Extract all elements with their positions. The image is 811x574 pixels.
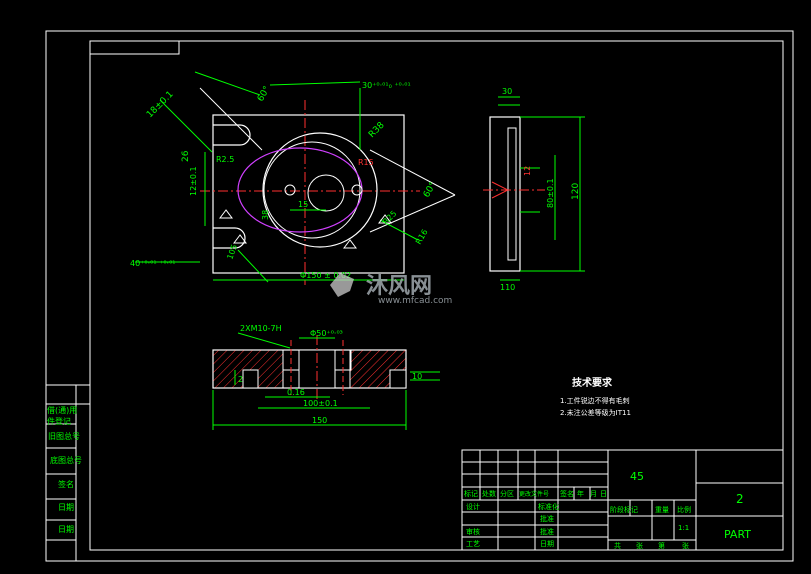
side-dim-mid: 12 <box>523 166 532 176</box>
tb-sheets-1: 张 <box>636 541 643 550</box>
tb-header-0: 标记 <box>464 489 478 498</box>
dim-inner: R15 <box>358 158 374 167</box>
tb-header-1: 处数 <box>482 489 496 498</box>
tb-process: 工艺 <box>466 540 480 548</box>
dim-bottom-38: 38 <box>261 210 270 220</box>
side-dim-height: 110 <box>500 283 515 292</box>
tech-requirements: 技术要求 1.工件锐边不得有毛刺 2.未注公差等级为IT11 <box>560 376 631 417</box>
dim-100: 100±0.1 <box>303 399 338 408</box>
title-block: 标记 处数 分区 更改文件号 签名 年 月 日 设计 标准化 审核 批准 批准 … <box>461 449 784 551</box>
tb-weight: 重量 <box>655 506 669 514</box>
tb-check: 审核 <box>466 527 480 536</box>
dim-left-fit: 40⁺⁰·⁰¹ ⁺⁰·⁰¹ <box>130 259 176 268</box>
dim-left-12: 12±0.1 <box>189 166 198 196</box>
dim-top-angle: 60° <box>256 85 273 104</box>
outer-frame <box>45 30 794 562</box>
tb-sheets-0: 共 <box>614 541 621 550</box>
tb-header-2: 分区 <box>500 489 514 498</box>
strip-label-4: 签名 <box>58 479 74 489</box>
dim-right-r: R16 <box>414 228 430 246</box>
dim-left-2: 2 <box>238 375 243 384</box>
dim-left-slant: 18±0.1 <box>145 89 176 120</box>
dim-right-angle: 60° <box>422 181 439 200</box>
watermark-cn: 沐风网 <box>366 274 432 299</box>
dim-r38: R38 <box>367 120 387 140</box>
bore-dim: Φ50⁺⁰·⁰³ <box>310 329 343 338</box>
tb-standard: 标准化 <box>538 502 559 511</box>
tb-approve-0: 批准 <box>540 514 554 523</box>
dim-right-10: 10 <box>412 372 422 381</box>
thread-callout: 2XM10-7H <box>240 324 282 333</box>
side-dim-top: 30 <box>502 87 512 96</box>
dim-top-fit: 30⁺⁰·⁰¹₀ ⁺⁰·⁰¹ <box>362 81 411 90</box>
strip-label-2: 旧图总号 <box>48 431 80 441</box>
dim-left-26: 26 <box>181 150 191 162</box>
tb-header-4: 签名 <box>560 489 574 498</box>
front-view: 2XM10-7H Φ50⁺⁰·⁰³ 0.16 100±0.1 150 2 10 <box>212 324 440 430</box>
tb-material: 45 <box>630 470 644 483</box>
watermark-url: www.mfcad.com <box>378 296 452 306</box>
tb-header-7: 日 <box>600 490 607 498</box>
strip-label-1: 件登记 <box>47 416 71 426</box>
tb-part-name: PART <box>724 528 751 541</box>
tb-header-3: 更改文件号 <box>519 490 549 498</box>
dim-150: 150 <box>312 416 327 425</box>
watermark: 沐风网 www.mfcad.com <box>330 273 452 306</box>
top-view: 18±0.1 60° 30⁺⁰·⁰¹₀ ⁺⁰·⁰¹ R38 26 12±0.1 … <box>130 71 456 285</box>
side-view: 30 12 80±0.1 120 110 <box>483 87 585 292</box>
side-dim-inner: 80±0.1 <box>546 178 555 208</box>
dim-right-r25: R25 <box>381 209 399 227</box>
tb-scale: 1:1 <box>678 524 689 532</box>
tb-sheets-2: 第 <box>658 541 665 550</box>
tech-req-title: 技术要求 <box>572 376 613 389</box>
tb-approve-1: 批准 <box>540 527 554 536</box>
dim-left-105: 105 <box>225 243 239 260</box>
tech-req-line-2: 2.未注公差等级为IT11 <box>560 408 631 417</box>
dim-left-r: R2.5 <box>216 155 234 164</box>
tb-header-6: 月 <box>590 490 597 498</box>
corner-tag <box>89 40 180 55</box>
strip-label-0: 借(通)用 <box>47 405 77 415</box>
strip-label-6: 日期 <box>58 525 74 534</box>
strip-label-5: 日期 <box>58 503 74 512</box>
tb-header-5: 年 <box>577 489 584 498</box>
dim-bottom-15: 15 <box>298 200 308 209</box>
tb-sheet-number: 2 <box>736 492 744 506</box>
dim-bottom-fit: Φ150 ± 0.02 <box>300 271 351 280</box>
tb-stage: 阶段标记 <box>610 505 638 514</box>
tech-req-line-1: 1.工件锐边不得有毛刺 <box>560 396 630 405</box>
tb-design: 设计 <box>466 502 480 511</box>
side-dim-120: 120 <box>571 183 581 200</box>
strip-label-3: 底图总号 <box>50 455 82 465</box>
tb-ratio: 比例 <box>677 505 691 514</box>
tb-date: 日期 <box>540 540 554 548</box>
left-strip: 借(通)用 件登记 旧图总号 底图总号 签名 日期 日期 <box>46 384 90 561</box>
tb-sheets-3: 张 <box>682 541 689 550</box>
inner-frame <box>89 40 784 551</box>
dim-016: 0.16 <box>287 388 305 397</box>
